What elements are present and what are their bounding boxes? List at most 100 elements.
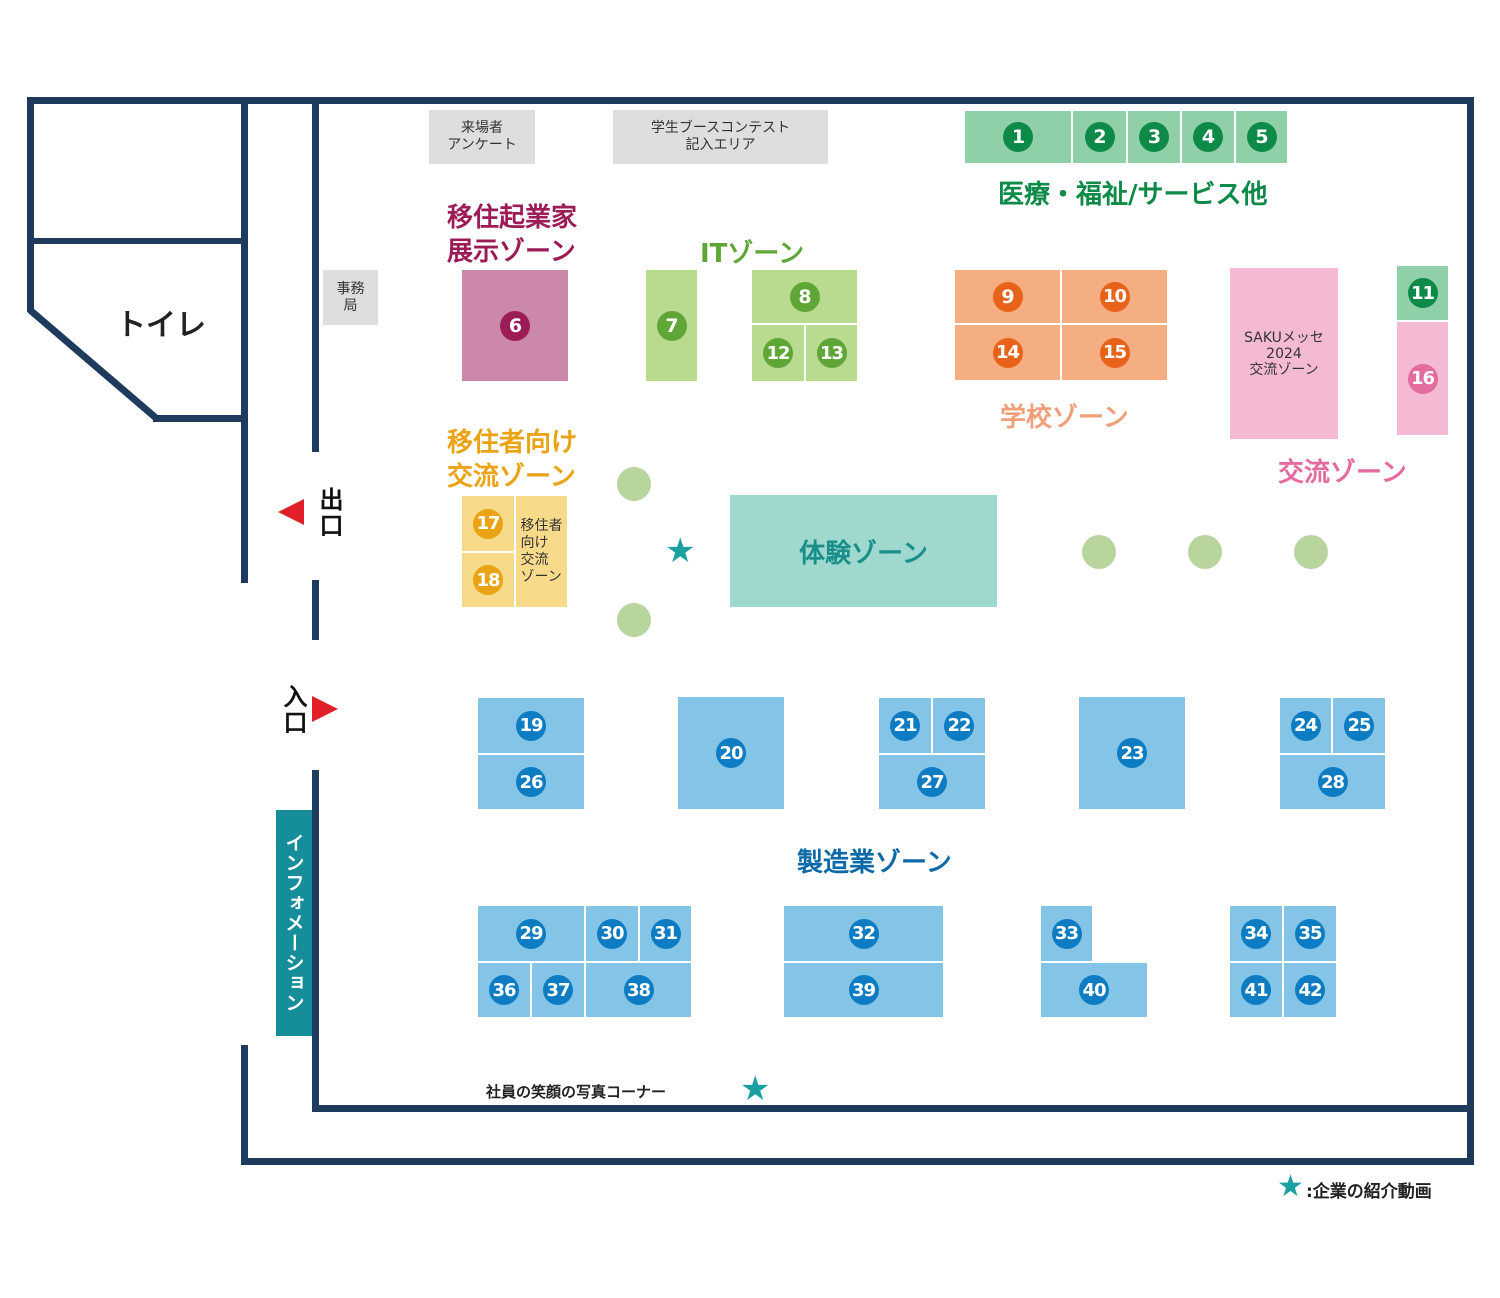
booth-41[interactable]: 41 <box>1229 962 1283 1018</box>
wall <box>27 97 34 312</box>
booth-number: 29 <box>516 918 546 949</box>
booth-number: 40 <box>1079 975 1109 1005</box>
booth-3[interactable]: 3 <box>1127 110 1181 164</box>
booth-29[interactable]: 29 <box>477 905 585 962</box>
wall <box>312 770 319 1112</box>
booth-22[interactable]: 22 <box>932 697 986 754</box>
toilet-diagonal-wall <box>27 307 159 421</box>
booth-number: 1 <box>1003 122 1033 152</box>
wall <box>153 415 247 422</box>
booth-40[interactable]: 40 <box>1040 962 1148 1018</box>
booth-number: 8 <box>789 281 820 312</box>
table-dot <box>1294 535 1328 569</box>
booth-number: 4 <box>1193 122 1223 152</box>
wall <box>312 1105 1474 1112</box>
booth-10[interactable]: 10 <box>1061 269 1168 324</box>
booth-5[interactable]: 5 <box>1235 110 1288 164</box>
booth-14[interactable]: 14 <box>954 324 1061 381</box>
booth-28[interactable]: 28 <box>1279 754 1386 810</box>
video-star-icon: ★ <box>740 1069 771 1109</box>
booth-30[interactable]: 30 <box>585 905 639 962</box>
booth-18[interactable]: 18 <box>461 552 515 608</box>
booth-38[interactable]: 38 <box>585 962 692 1018</box>
table-dot <box>1188 535 1222 569</box>
booth-19[interactable]: 19 <box>477 697 585 754</box>
photo-corner-label: 社員の笑顔の写真コーナー <box>486 1083 667 1101</box>
booth-number: 35 <box>1295 918 1325 949</box>
booth-39[interactable]: 39 <box>783 962 944 1018</box>
information-desk: インフォメーション <box>276 810 312 1036</box>
booth-8[interactable]: 8 <box>751 269 858 324</box>
video-star-icon: ★ <box>665 531 696 571</box>
booth-16[interactable]: 16 <box>1396 321 1449 436</box>
booth-37[interactable]: 37 <box>531 962 585 1018</box>
booth-23[interactable]: 23 <box>1078 696 1186 810</box>
zone-label-exchange: 交流ゾーン <box>1278 458 1407 488</box>
booth-number: 10 <box>1099 281 1130 312</box>
booth-1[interactable]: 1 <box>964 110 1072 164</box>
booth-13[interactable]: 13 <box>805 324 858 382</box>
booth-34[interactable]: 34 <box>1229 905 1283 962</box>
saku-messe-exchange-zone[interactable]: SAKUメッセ 2024 交流ゾーン <box>1230 268 1338 439</box>
booth-4[interactable]: 4 <box>1181 110 1235 164</box>
wall <box>241 1045 248 1165</box>
booth-number: 15 <box>1099 337 1130 368</box>
booth-25[interactable]: 25 <box>1332 697 1386 754</box>
booth-number: 11 <box>1407 278 1438 308</box>
migrant-exchange-box-label: 移住者 向け 交流 ゾーン <box>520 517 563 585</box>
booth-number: 24 <box>1290 710 1321 741</box>
booth-number: 21 <box>890 710 920 741</box>
booth-number: 36 <box>489 975 519 1005</box>
booth-6[interactable]: 6 <box>461 269 569 382</box>
booth-number: 41 <box>1241 975 1271 1005</box>
booth-number: 2 <box>1084 122 1115 152</box>
booth-21[interactable]: 21 <box>878 697 932 754</box>
booth-17[interactable]: 17 <box>461 495 515 552</box>
booth-number: 37 <box>543 975 573 1005</box>
experience-zone[interactable]: 体験ゾーン <box>730 495 997 607</box>
booth-35[interactable]: 35 <box>1283 905 1337 962</box>
table-dot <box>1082 535 1116 569</box>
booth-number: 16 <box>1407 363 1438 394</box>
migrant-exchange-area[interactable]: 移住者 向け 交流 ゾーン <box>515 495 568 608</box>
zone-label-school: 学校ゾーン <box>1000 403 1129 433</box>
booth-11[interactable]: 11 <box>1396 265 1449 321</box>
booth-number: 32 <box>848 918 879 949</box>
zone-label-migrant-entrepreneur: 移住起業家 展示ゾーン <box>447 203 578 267</box>
wall <box>312 97 319 452</box>
booth-36[interactable]: 36 <box>477 962 531 1018</box>
booth-number: 5 <box>1246 122 1277 152</box>
booth-32[interactable]: 32 <box>783 905 944 962</box>
entrance-arrow-icon <box>312 696 338 722</box>
zone-label-medical: 医療・福祉/サービス他 <box>998 180 1268 210</box>
booth-20[interactable]: 20 <box>677 696 785 810</box>
booth-15[interactable]: 15 <box>1061 324 1168 381</box>
booth-24[interactable]: 24 <box>1279 697 1332 754</box>
student-booth-contest-area: 学生ブースコンテスト 記入エリア <box>613 110 828 164</box>
zone-label-it: ITゾーン <box>700 239 805 269</box>
booth-number: 9 <box>992 281 1023 312</box>
booth-42[interactable]: 42 <box>1283 962 1337 1018</box>
booth-number: 22 <box>944 710 974 741</box>
booth-27[interactable]: 27 <box>878 754 986 810</box>
booth-number: 13 <box>816 338 847 368</box>
wall <box>27 97 1474 104</box>
booth-number: 34 <box>1241 918 1271 949</box>
booth-number: 19 <box>516 710 546 741</box>
booth-26[interactable]: 26 <box>477 754 585 810</box>
exit-label: 出口 <box>315 487 343 539</box>
table-dot <box>617 467 651 501</box>
information-label: インフォメーション <box>282 833 305 1013</box>
wall <box>1467 97 1474 1165</box>
saku-messe-label: SAKUメッセ 2024 交流ゾーン <box>1244 329 1324 378</box>
booth-12[interactable]: 12 <box>751 324 805 382</box>
booth-31[interactable]: 31 <box>639 905 692 962</box>
booth-2[interactable]: 2 <box>1072 110 1127 164</box>
zone-label-manufacturing: 製造業ゾーン <box>797 848 952 878</box>
booth-9[interactable]: 9 <box>954 269 1061 324</box>
booth-7[interactable]: 7 <box>645 269 698 382</box>
booth-number: 30 <box>597 918 627 949</box>
wall <box>27 238 247 244</box>
booth-33[interactable]: 33 <box>1040 905 1093 962</box>
